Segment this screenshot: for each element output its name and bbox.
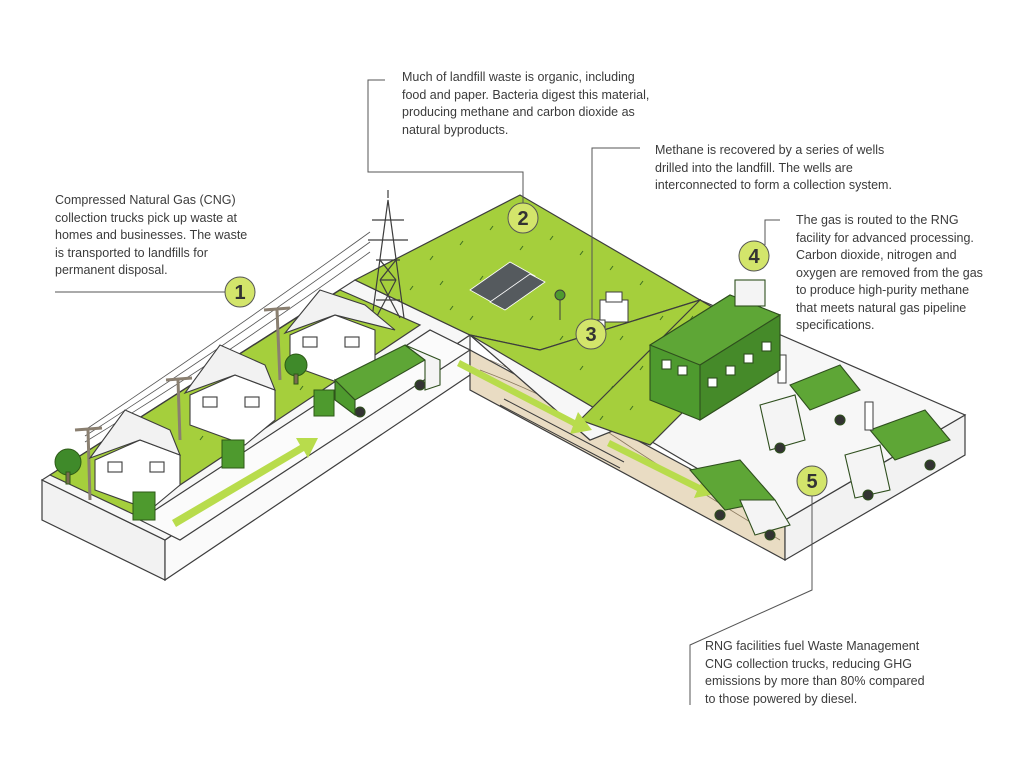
caption-step-2: Much of landfill waste is organic, inclu… bbox=[402, 70, 650, 137]
badge-number: 3 bbox=[585, 324, 596, 346]
garbage-truck-icon bbox=[688, 459, 791, 541]
waste-bins bbox=[132, 389, 335, 521]
caption-step-4: The gas is routed to the RNG facility fo… bbox=[796, 213, 983, 332]
badge-number: 4 bbox=[748, 246, 760, 268]
tree-icon bbox=[284, 353, 308, 385]
house-icon bbox=[283, 289, 396, 386]
house-icon bbox=[88, 409, 181, 511]
step-badge-4: 4 bbox=[738, 240, 770, 272]
utility-poles bbox=[74, 306, 291, 501]
caption-step-5: RNG facilities fuel Waste Management CNG… bbox=[705, 639, 925, 706]
badge-number: 5 bbox=[806, 471, 817, 493]
garbage-truck-icon bbox=[334, 344, 441, 418]
flow-arrows bbox=[172, 360, 716, 527]
leader-lines bbox=[55, 79, 813, 705]
power-pylon-icon bbox=[368, 190, 408, 319]
step-badge-5: 5 bbox=[796, 465, 828, 497]
garbage-truck-icon bbox=[759, 364, 861, 454]
badge-number: 1 bbox=[234, 282, 245, 304]
trees bbox=[54, 353, 308, 485]
houses bbox=[88, 289, 396, 511]
badge-number: 2 bbox=[517, 208, 528, 230]
step-badge-1: 1 bbox=[224, 276, 256, 308]
caption-step-3: Methane is recovered by a series of well… bbox=[655, 143, 892, 192]
caption-step-1: Compressed Natural Gas (CNG) collection … bbox=[55, 193, 248, 277]
solar-panel-icon bbox=[469, 261, 546, 311]
step-badge-2: 2 bbox=[507, 202, 539, 234]
rng-facility-icon bbox=[648, 279, 782, 421]
tree-icon bbox=[54, 448, 82, 485]
garbage-truck-icon bbox=[844, 409, 951, 501]
house-icon bbox=[183, 344, 276, 446]
step-badge-3: 3 bbox=[575, 318, 607, 350]
gas-pipeline bbox=[499, 398, 625, 469]
